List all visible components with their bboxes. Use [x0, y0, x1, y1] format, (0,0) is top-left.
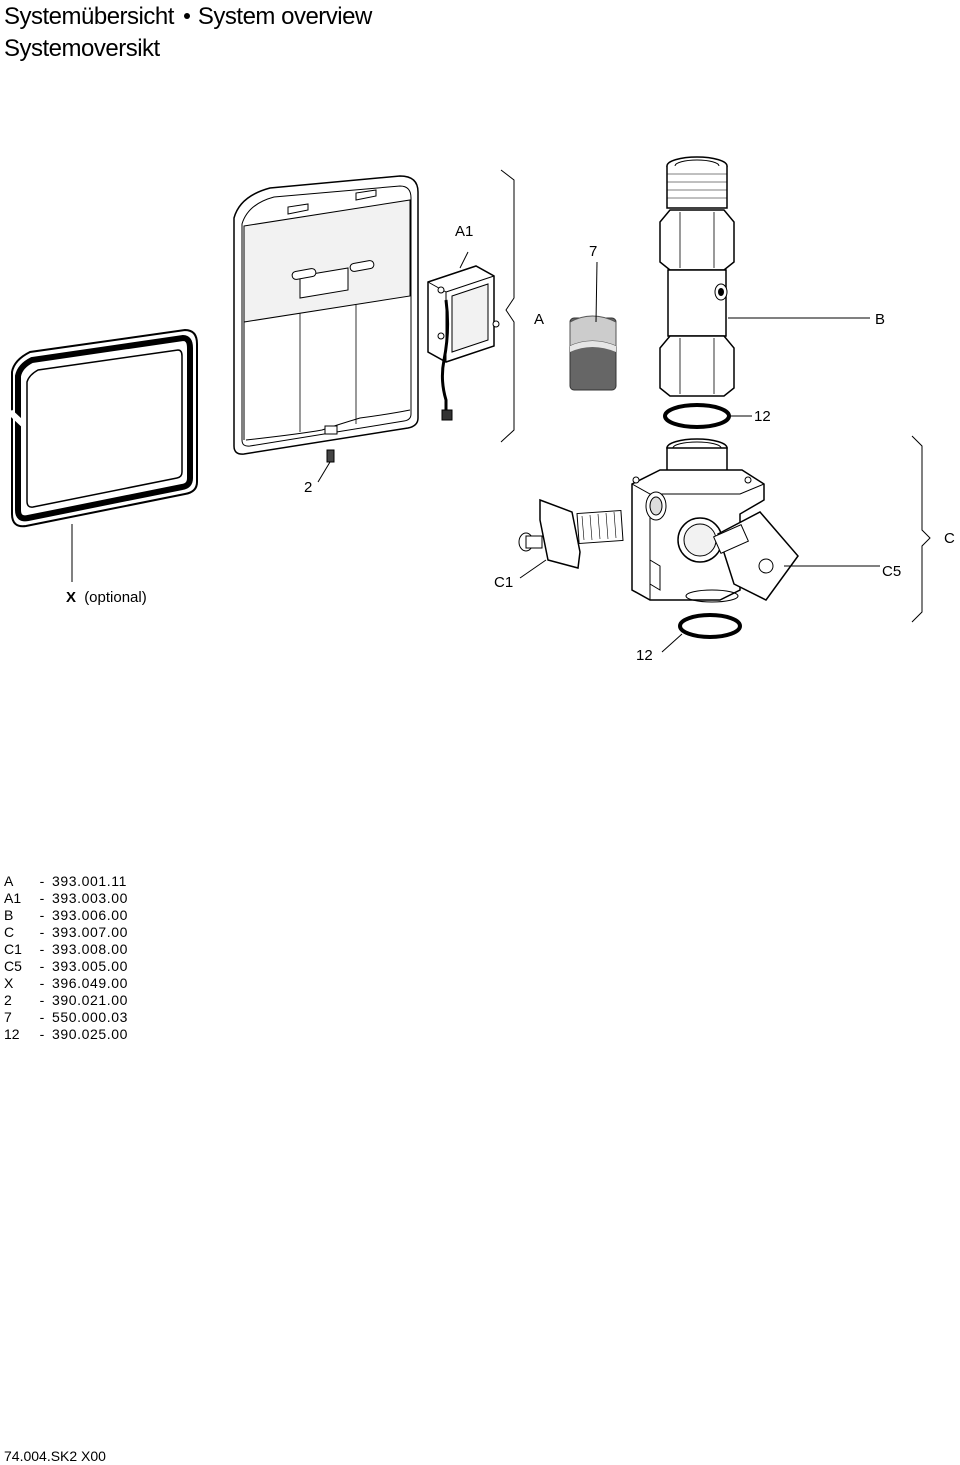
- screw-2: [317, 449, 335, 483]
- label-b: B: [875, 311, 885, 328]
- part-dash: -: [39, 924, 45, 940]
- part-number: 396.049.00: [52, 975, 129, 991]
- part-code: A: [4, 873, 14, 889]
- parts-row: X -396.049.00: [4, 975, 128, 992]
- bracket-c: [911, 435, 931, 623]
- title-en: System overview: [197, 3, 372, 30]
- part-number: 393.008.00: [52, 941, 129, 957]
- part-dash: -: [39, 958, 45, 974]
- part-number: 393.006.00: [52, 907, 129, 923]
- part-dash: -: [39, 941, 45, 957]
- valve-housing-c: [631, 438, 799, 603]
- part-code: 2: [4, 992, 12, 1008]
- cover-frame-x: [7, 328, 198, 528]
- parts-row: 12 -390.025.00: [4, 1026, 128, 1043]
- filter-insert-c1: [518, 498, 624, 579]
- pipe-fitting-b: [659, 156, 870, 397]
- parts-list: A-393.001.11 A1-393.003.00 B-393.006.00 …: [4, 873, 128, 1043]
- label-c5: C5: [882, 563, 901, 580]
- part-code: A1: [4, 890, 22, 906]
- bracket-a: [500, 169, 515, 443]
- o-ring-12-top: [663, 403, 752, 429]
- title-no: Systemoversikt: [4, 35, 160, 62]
- part-code: C: [4, 924, 15, 940]
- parts-row: B -393.006.00: [4, 907, 128, 924]
- parts-row: 7 -550.000.03: [4, 1009, 128, 1026]
- part-code: C1: [4, 941, 22, 957]
- parts-row: C5 -393.005.00: [4, 958, 128, 975]
- parts-row: A -393.001.11: [4, 873, 128, 890]
- part-number: 550.000.03: [52, 1009, 129, 1025]
- exploded-view-diagram: A1 7 A B 12 2 C C5 C1 X (optional) 12: [7, 156, 955, 664]
- battery-7: [569, 261, 617, 391]
- part-code: B: [4, 907, 14, 923]
- part-dash: -: [39, 975, 45, 991]
- part-number: 390.021.00: [52, 992, 129, 1008]
- electronics-box-a1: [427, 251, 500, 421]
- parts-row: 2 -390.021.00: [4, 992, 128, 1009]
- part-dash: -: [39, 1026, 45, 1042]
- part-number: 393.007.00: [52, 924, 129, 940]
- label-7: 7: [589, 243, 597, 260]
- label-a: A: [534, 311, 544, 328]
- part-code: 12: [4, 1026, 20, 1042]
- part-number: 393.003.00: [52, 890, 129, 906]
- part-dash: -: [39, 907, 45, 923]
- part-code: C5: [4, 958, 22, 974]
- label-x-optional: (optional): [84, 589, 147, 606]
- parts-row: C1 -393.008.00: [4, 941, 128, 958]
- label-x-bold: X: [66, 589, 76, 606]
- label-12-bottom: 12: [636, 647, 653, 664]
- page-subtitle: Systemoversikt: [4, 34, 160, 64]
- document-code: 74.004.SK2 X00: [4, 1448, 106, 1464]
- o-ring-12-bottom: [661, 613, 742, 653]
- parts-row: C -393.007.00: [4, 924, 128, 941]
- title-de: Systemübersicht: [4, 3, 174, 30]
- part-dash: -: [39, 873, 45, 889]
- page-title: Systemübersicht System overview: [4, 2, 372, 32]
- label-c1: C1: [494, 574, 513, 591]
- label-a1: A1: [455, 223, 473, 240]
- mounting-plate: [233, 175, 419, 455]
- label-x: X (optional): [66, 589, 147, 606]
- part-number: 390.025.00: [52, 1026, 129, 1042]
- part-code: X: [4, 975, 14, 991]
- part-dash: -: [39, 992, 45, 1008]
- part-number: 393.005.00: [52, 958, 129, 974]
- part-dash: -: [39, 890, 45, 906]
- label-c: C: [944, 530, 955, 547]
- part-code: 7: [4, 1009, 12, 1025]
- title-bullet: [183, 12, 190, 19]
- label-12-top: 12: [754, 408, 771, 425]
- part-number: 393.001.11: [52, 873, 128, 889]
- label-2: 2: [304, 479, 312, 496]
- parts-row: A1 -393.003.00: [4, 890, 128, 907]
- part-dash: -: [39, 1009, 45, 1025]
